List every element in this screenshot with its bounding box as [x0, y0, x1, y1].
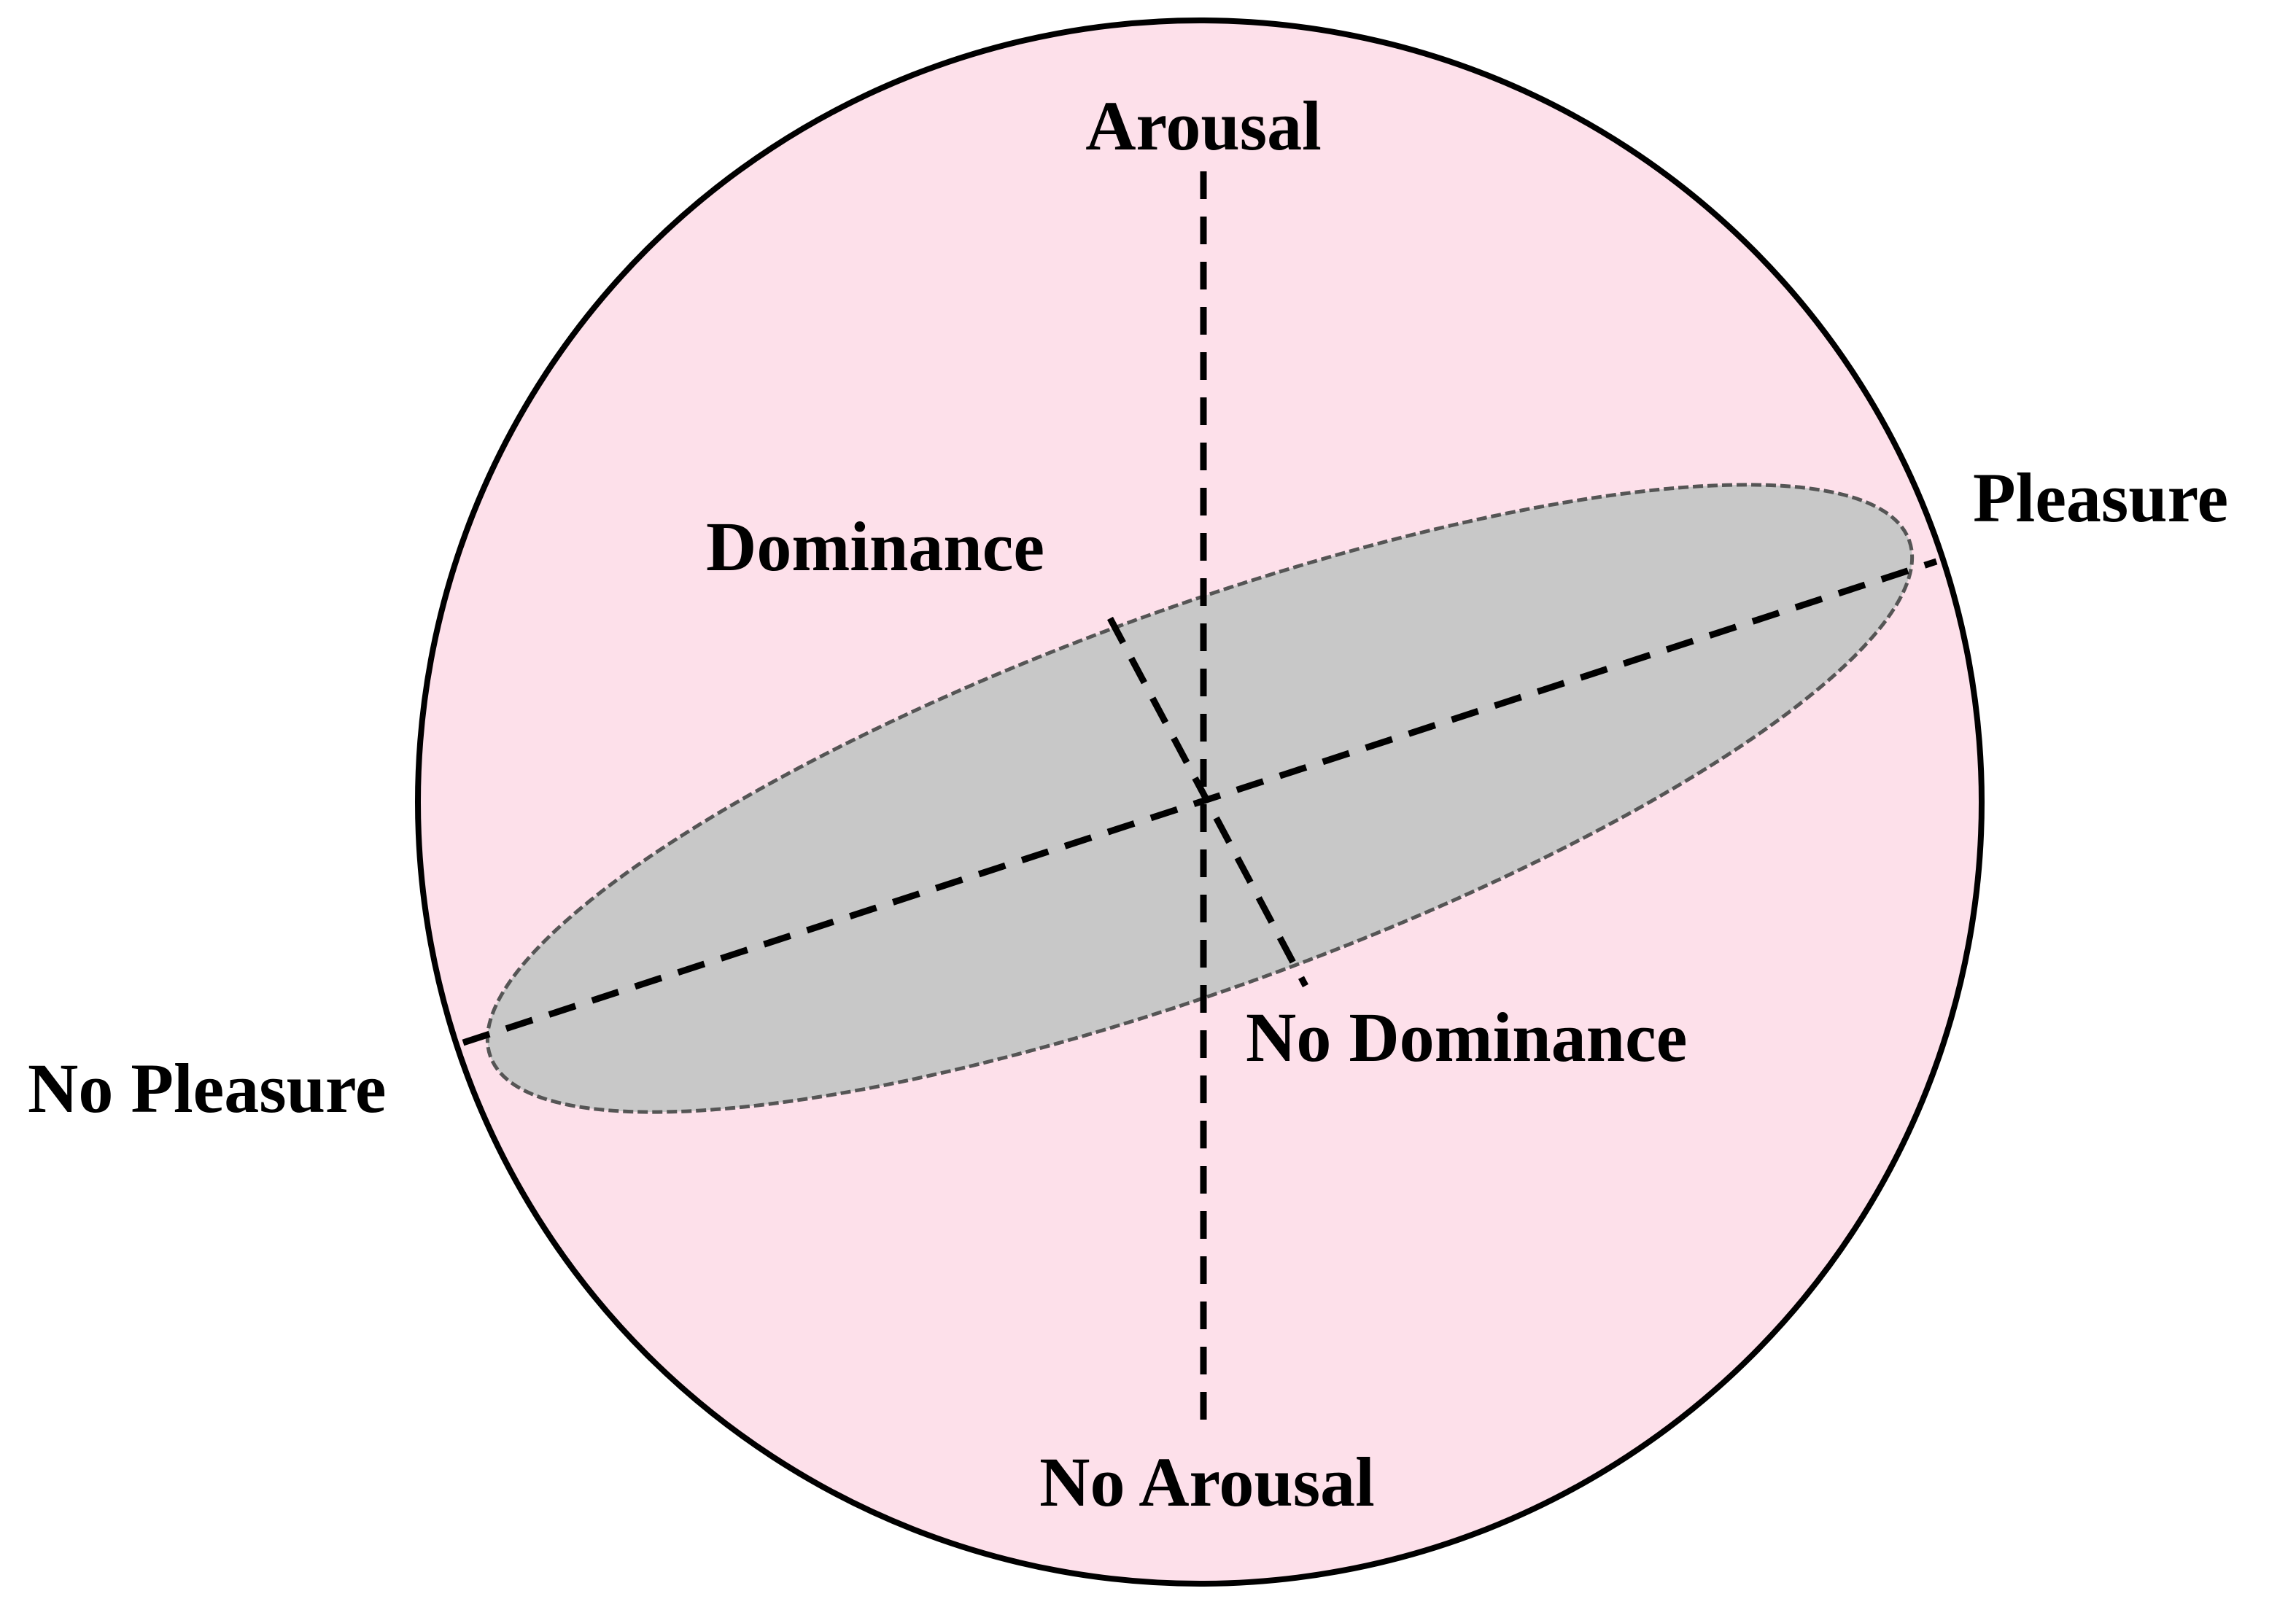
pleasure-dominance-plane [485, 483, 1915, 1114]
pleasure-axis [462, 558, 1938, 1046]
no-dominance-label: No Dominance [1246, 998, 1687, 1076]
dominance-axis [1107, 616, 1308, 988]
dominance-label: Dominance [706, 507, 1044, 585]
no-pleasure-label: No Pleasure [28, 1049, 386, 1127]
arousal-label: Arousal [1085, 87, 1322, 165]
no-arousal-label: No Arousal [1039, 1443, 1375, 1521]
pleasure-label: Pleasure [1973, 459, 2228, 537]
